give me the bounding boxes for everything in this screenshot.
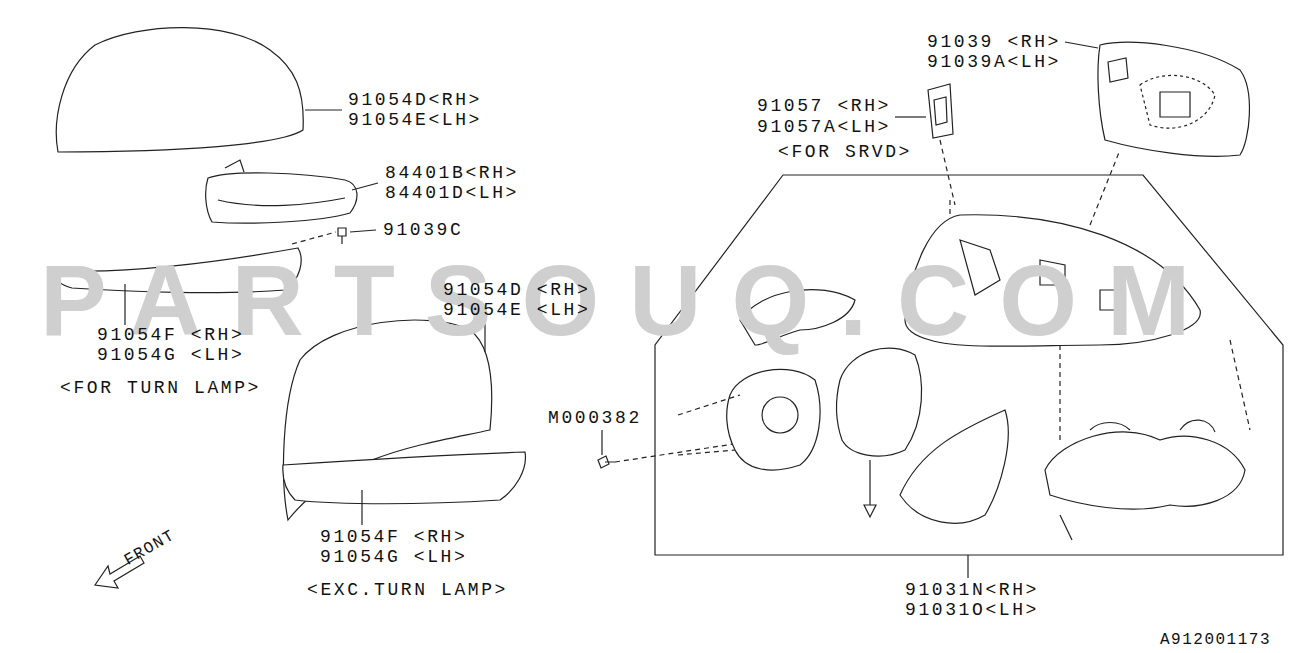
callout-number: 91031N<RH> xyxy=(905,581,1039,599)
callout-number: 84401B<RH> xyxy=(385,164,519,182)
callout-number: 91054E <LH> xyxy=(443,301,590,319)
callout-number: 91054D<RH> xyxy=(348,91,482,109)
callout-number: 91057 <RH> xyxy=(757,97,891,115)
callout-number: 91054G <LH> xyxy=(320,548,467,566)
callout-number: 91054E<LH> xyxy=(348,111,482,129)
callout-number: 91039 <RH> xyxy=(927,33,1061,51)
callout-number: 91054F <RH> xyxy=(97,326,244,344)
callout-number: <FOR SRVD> xyxy=(778,143,912,161)
diagram-code: A912001173 xyxy=(1160,632,1271,648)
callout-number: 91039C xyxy=(383,221,463,239)
callout-number: 84401D<LH> xyxy=(385,184,519,202)
callout-number: <EXC.TURN LAMP> xyxy=(307,581,508,599)
callout-number: 91039A<LH> xyxy=(927,53,1061,71)
callout-number: 91054F <RH> xyxy=(320,528,467,546)
callout-number: 91054G <LH> xyxy=(97,346,244,364)
callout-number: 91031O<LH> xyxy=(905,601,1039,619)
callout-number: 91057A<LH> xyxy=(757,118,891,136)
callout-number: 91054D <RH> xyxy=(443,281,590,299)
direction-label: FRONT xyxy=(122,527,178,569)
callout-number: M000382 xyxy=(548,409,642,427)
callout-number: <FOR TURN LAMP> xyxy=(60,379,261,397)
